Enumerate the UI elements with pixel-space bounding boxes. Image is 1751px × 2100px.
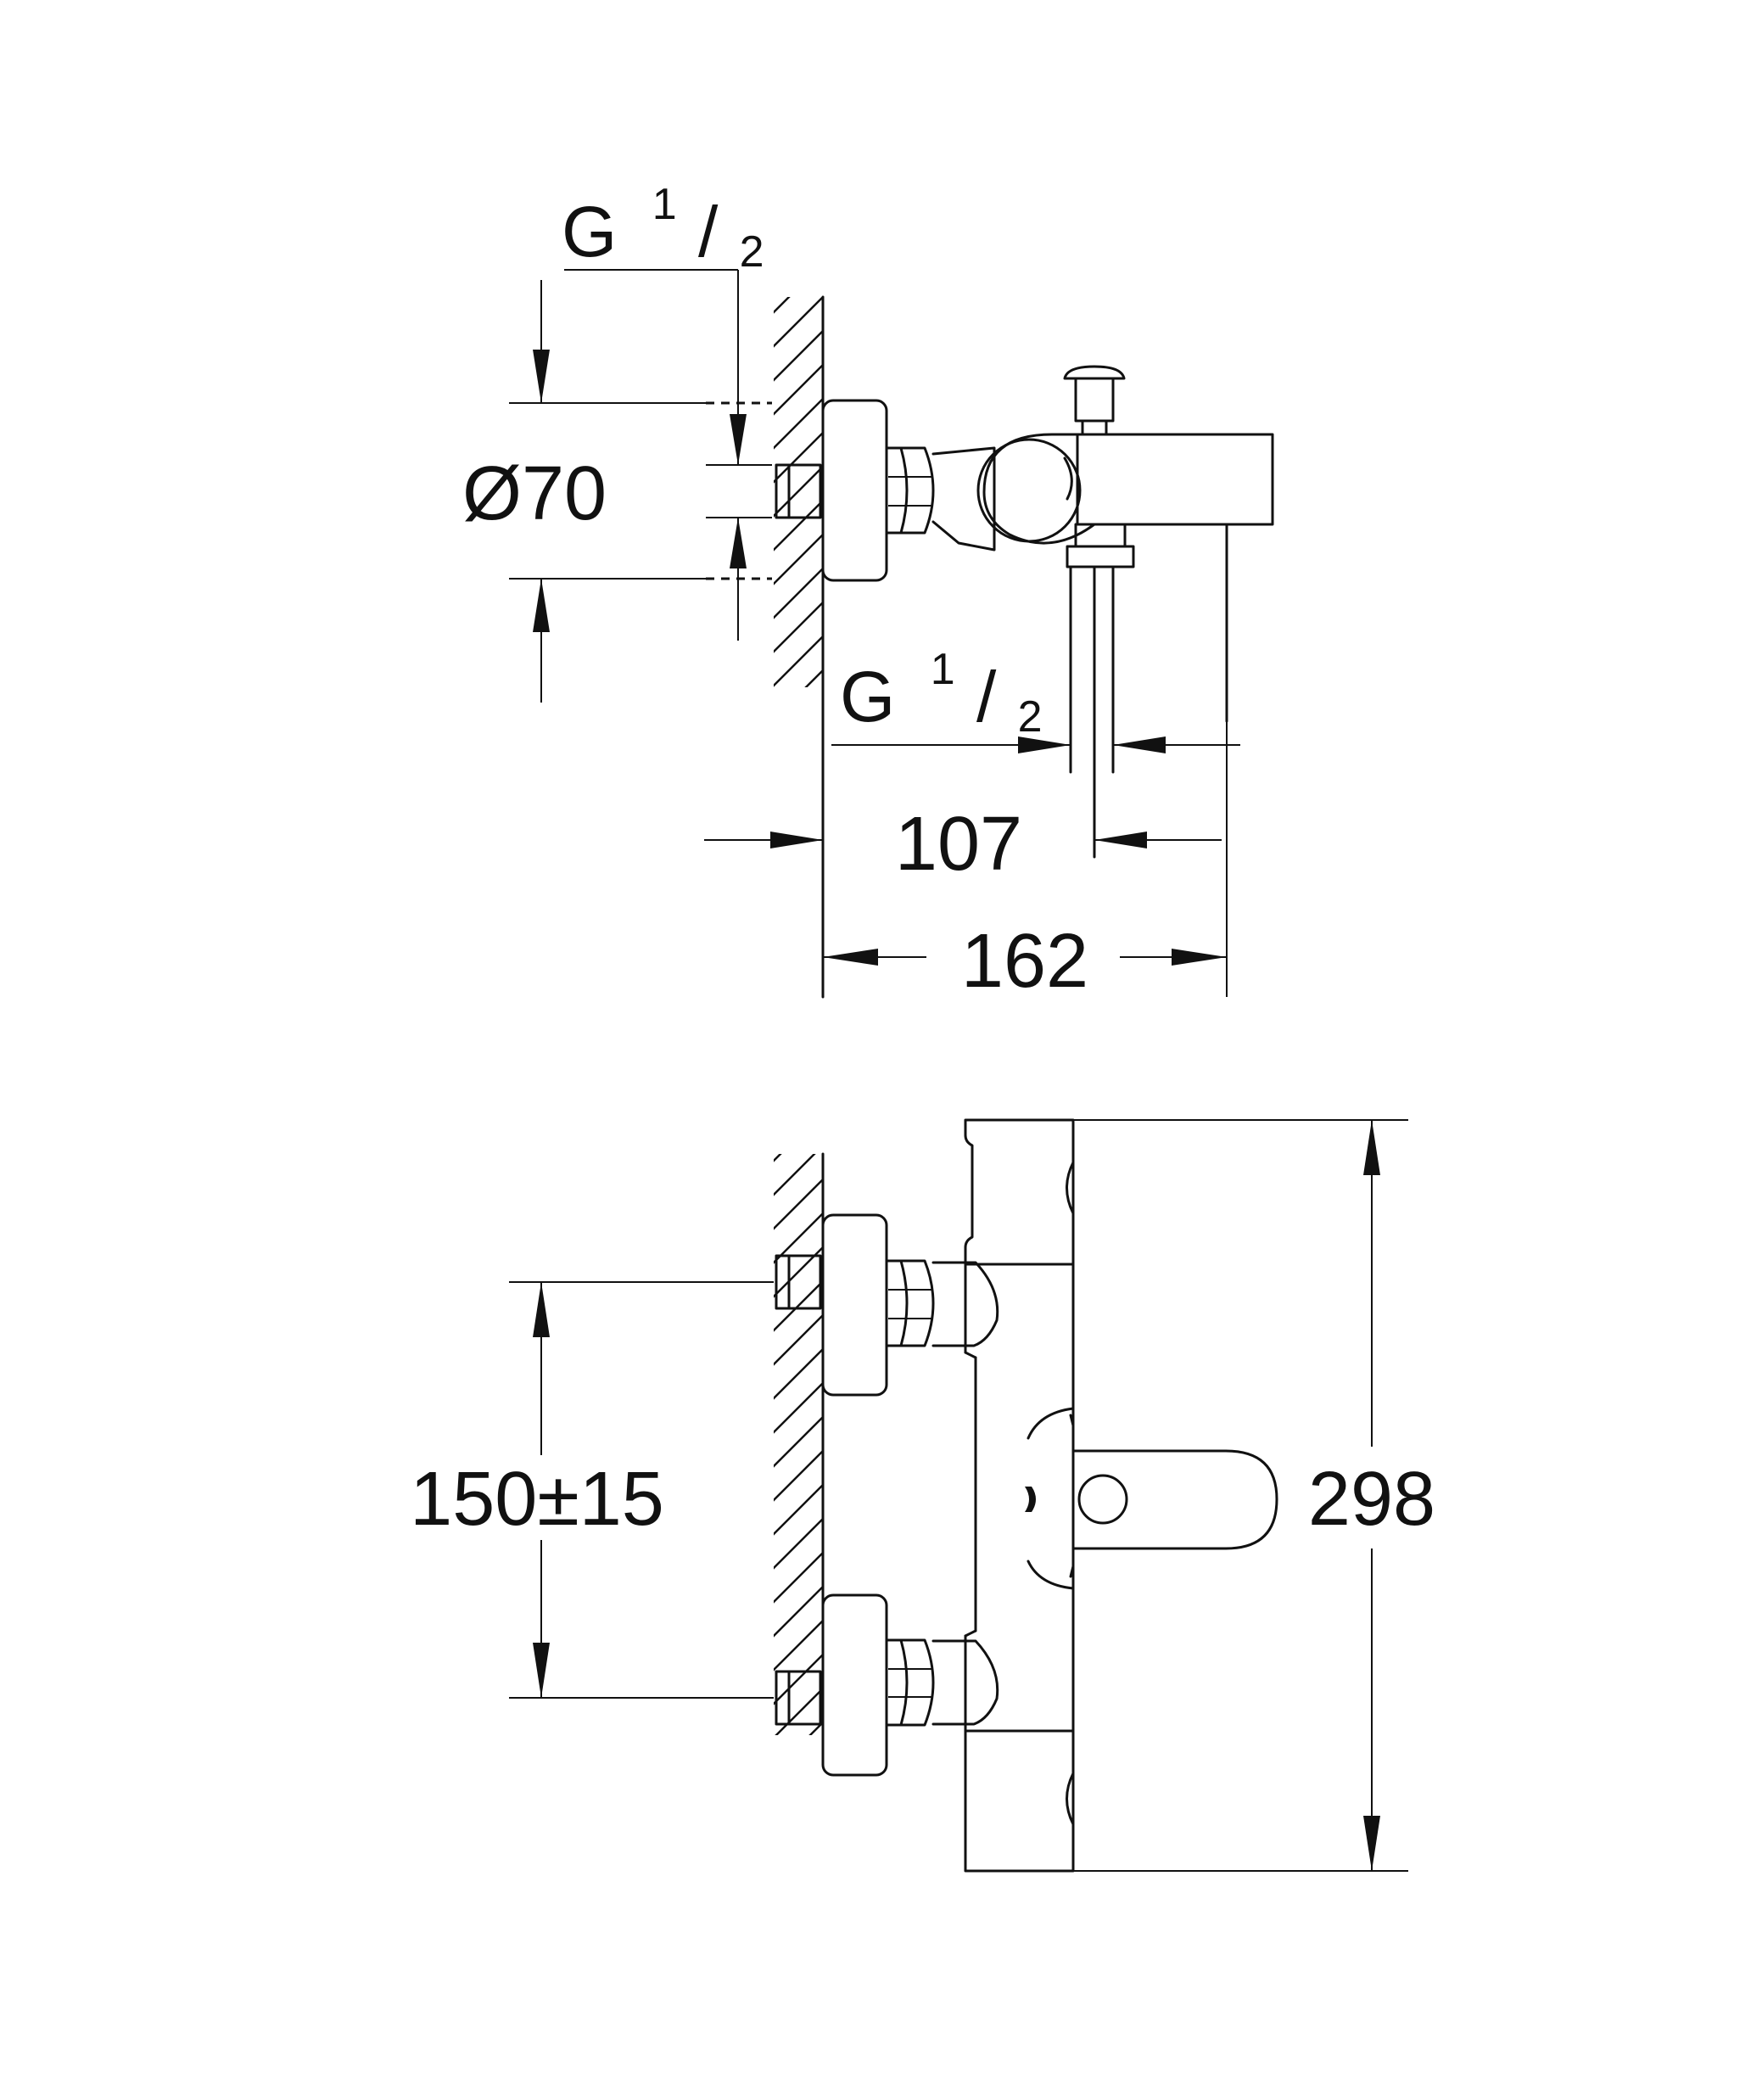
thread-outlet-dimension: G 1 / 2	[831, 619, 1240, 753]
height-dimension: 298	[1308, 1120, 1435, 1871]
diverter-pin	[1063, 365, 1126, 436]
depth-label: 162	[961, 919, 1088, 1004]
bath-outlet	[1066, 523, 1228, 859]
connection-nut	[885, 446, 935, 535]
thread-outlet-label: G 1 / 2	[840, 619, 1043, 742]
outlet-distance-dimension: 107	[704, 802, 1222, 887]
side-view: Ø70 G 1 / 2 G 1	[462, 154, 1274, 1004]
diameter-dimension: Ø70	[462, 280, 706, 703]
lower-arm	[931, 1639, 999, 1726]
upper-nut	[885, 1259, 935, 1347]
thread-top-label: G 1 / 2	[562, 154, 764, 277]
inlet-spacing-dimension: 150±15	[410, 1281, 774, 1699]
upper-inlet-nipple	[775, 1254, 822, 1310]
diameter-label: Ø70	[462, 451, 607, 536]
lower-rosette	[821, 1593, 888, 1777]
lower-nut	[885, 1638, 935, 1727]
thread-top-dimension: G 1 / 2	[562, 154, 772, 641]
connector-arm	[931, 446, 996, 552]
lever-pivot	[1077, 1474, 1128, 1525]
handle-knob	[976, 438, 1082, 543]
outlet-distance-label: 107	[895, 802, 1022, 887]
upper-rosette	[821, 1213, 888, 1397]
wall-side	[774, 295, 825, 999]
front-view: 150±15 298	[410, 1118, 1435, 1873]
inlet-nipple	[775, 463, 822, 519]
wall-front	[774, 1152, 825, 1737]
lower-inlet-nipple	[775, 1670, 822, 1726]
rosette	[821, 399, 888, 582]
depth-dimension: 162	[823, 721, 1228, 1004]
inlet-spacing-label: 150±15	[410, 1457, 664, 1542]
diverter-lever	[1025, 1407, 1278, 1590]
upper-arm	[931, 1261, 999, 1347]
thermostat-body	[964, 1118, 1408, 1873]
height-label: 298	[1308, 1457, 1435, 1542]
mixer-body	[982, 433, 1274, 545]
